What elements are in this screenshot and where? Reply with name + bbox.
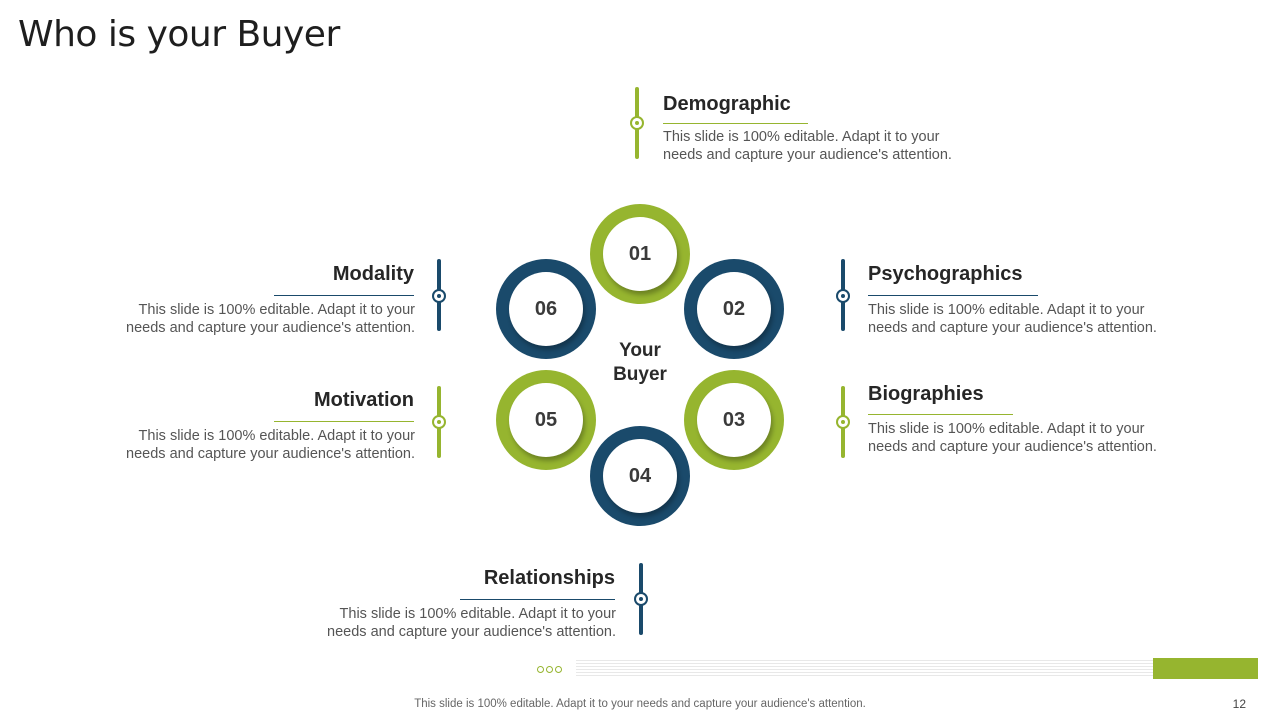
relationships-title: Relationships: [483, 567, 615, 589]
footer-accent-bar: [1153, 658, 1258, 679]
hub-number-02: 02: [697, 272, 771, 346]
hub-number-06: 06: [509, 272, 583, 346]
hub-number-01: 01: [603, 217, 677, 291]
footer-stripes: [576, 660, 1154, 678]
modality-title: Modality: [332, 263, 414, 285]
slide-title: Who is your Buyer: [18, 14, 340, 55]
center-label: Your Buyer: [613, 340, 667, 385]
biographies-marker-icon: [836, 415, 850, 429]
hub-number-04: 04: [603, 439, 677, 513]
modality-text: This slide is 100% editable. Adapt it to…: [126, 302, 415, 336]
psychographics-title: Psychographics: [868, 263, 1023, 285]
motivation-title: Motivation: [314, 389, 414, 411]
psychographics-underline: [868, 295, 1038, 296]
footer-dot-icon: [546, 666, 553, 673]
relationships-underline: [460, 599, 615, 600]
demographic-title: Demographic: [663, 93, 791, 115]
hub-ring-02: 02: [684, 259, 784, 359]
page-number: 12: [1232, 697, 1246, 711]
hub-number-03: 03: [697, 383, 771, 457]
hub-ring-01: 01: [590, 204, 690, 304]
relationships-text: This slide is 100% editable. Adapt it to…: [327, 606, 616, 640]
demographic-underline: [663, 123, 808, 124]
psychographics-text: This slide is 100% editable. Adapt it to…: [868, 302, 1157, 336]
demographic-marker-icon: [630, 116, 644, 130]
biographies-underline: [868, 414, 1013, 415]
hub-ring-06: 06: [496, 259, 596, 359]
biographies-title: Biographies: [868, 383, 984, 405]
footer-note: This slide is 100% editable. Adapt it to…: [414, 698, 866, 710]
footer-dot-icon: [537, 666, 544, 673]
hub-ring-05: 05: [496, 370, 596, 470]
hub-ring-03: 03: [684, 370, 784, 470]
hub-ring-04: 04: [590, 426, 690, 526]
modality-marker-icon: [432, 289, 446, 303]
relationships-marker-icon: [634, 592, 648, 606]
footer-dot-icon: [555, 666, 562, 673]
psychographics-marker-icon: [836, 289, 850, 303]
modality-underline: [274, 295, 414, 296]
motivation-underline: [274, 421, 414, 422]
biographies-text: This slide is 100% editable. Adapt it to…: [868, 421, 1157, 455]
demographic-text: This slide is 100% editable. Adapt it to…: [663, 129, 952, 163]
motivation-marker-icon: [432, 415, 446, 429]
hub-number-05: 05: [509, 383, 583, 457]
motivation-text: This slide is 100% editable. Adapt it to…: [126, 428, 415, 462]
